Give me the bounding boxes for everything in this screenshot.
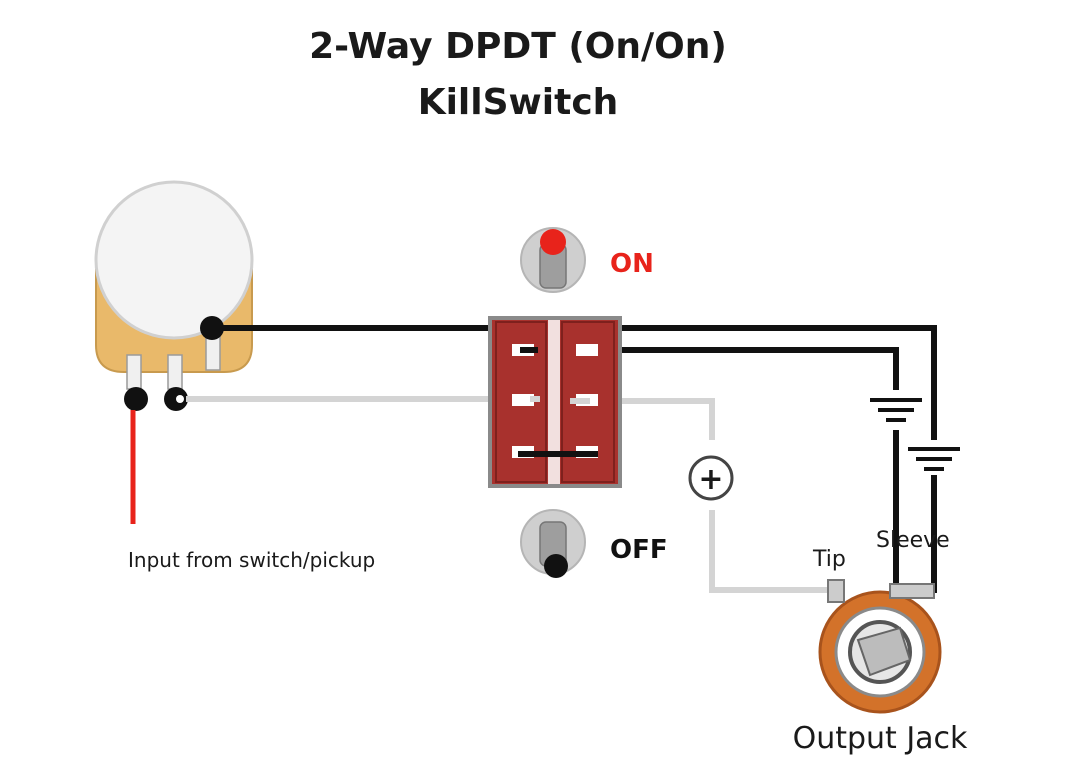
black-wire-upper [612,325,937,440]
output-jack [818,579,942,714]
tip-label: Tip [812,547,846,572]
plus-symbol: + [698,462,723,497]
sleeve-label: Sleeve [876,528,950,553]
dpdt-switch [488,316,622,488]
wires [130,325,937,593]
off-label: OFF [610,535,668,565]
ground-symbol-right [908,447,960,471]
switch-lug-top-right [576,344,598,356]
black-wire-lower [520,347,899,390]
output-jack-label: Output Jack [793,721,968,756]
grey-wire-to-tip [709,510,830,593]
ground-symbol-left [870,398,922,422]
on-label: ON [610,249,654,279]
switch-lug-mid-left [512,394,534,406]
input-label: Input from switch/pickup [128,548,375,572]
pot-lug-1 [124,387,148,411]
toggle-on-icon [520,227,586,293]
toggle-off-icon [520,509,586,578]
pot-lug-wiper [200,316,224,340]
potentiometer [94,180,254,411]
title-line-2: KillSwitch [418,82,619,123]
title-line-1: 2-Way DPDT (On/On) [309,26,727,67]
plus-marker: + [688,455,734,501]
